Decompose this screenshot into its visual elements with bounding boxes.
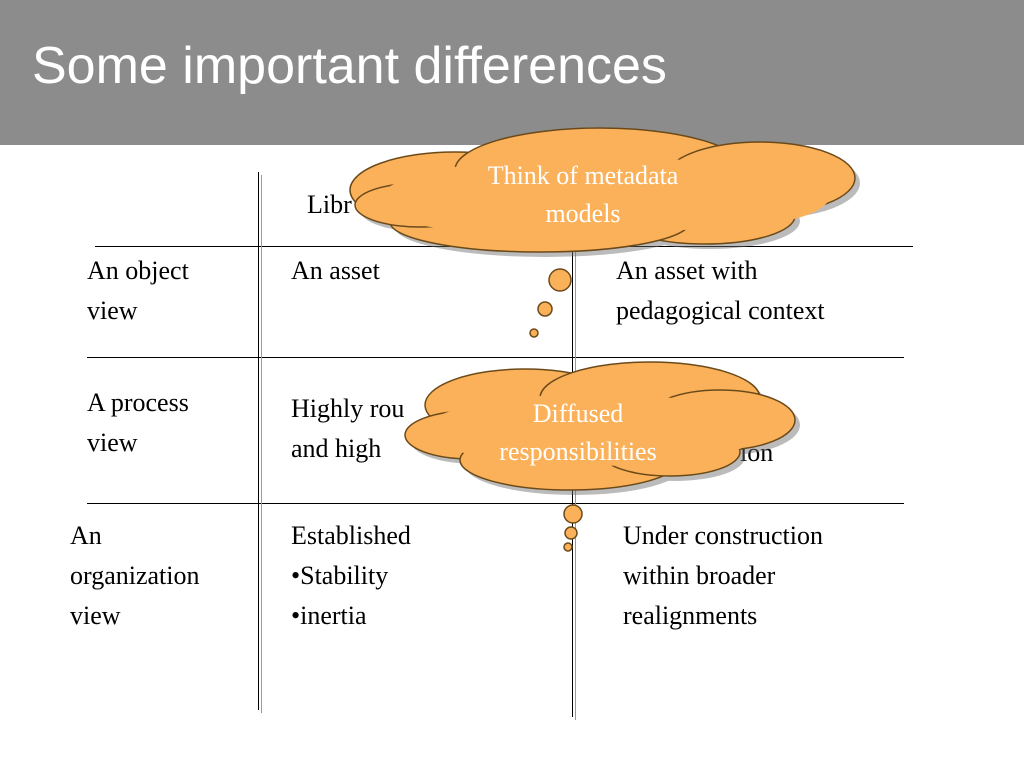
row-label-line: view	[87, 428, 138, 457]
cell-line: within broader	[623, 561, 776, 590]
cell-line: and high	[291, 434, 382, 463]
repository-cell-object: An asset with pedagogical context	[616, 251, 825, 331]
cell-line: Under construction	[623, 521, 824, 550]
cell-line: An asset with	[616, 256, 758, 285]
cell-line: realignments	[623, 601, 758, 630]
cell-line: An asset	[291, 256, 380, 285]
callout-text-metadata: Think of metadata models	[448, 157, 718, 233]
column-divider-shadow-1	[261, 175, 262, 713]
cell-line: •Stability	[291, 561, 389, 590]
row-label-organization-view: An organization view	[70, 516, 199, 636]
thought-cloud-responsibilities	[404, 361, 800, 552]
callout-text-responsibilities: Diffused responsibilities	[463, 395, 693, 471]
repository-cell-organization: Under construction within broader realig…	[623, 516, 823, 636]
library-cell-organization: Established •Stability •inertia	[291, 516, 411, 636]
row-label-line: view	[70, 601, 121, 630]
row-label-line: An object	[87, 256, 189, 285]
library-cell-process: Highly rou and high	[291, 389, 404, 469]
library-cell-object: An asset	[291, 251, 380, 291]
cell-line: •inertia	[291, 601, 367, 630]
row-label-line: view	[87, 296, 138, 325]
row-label-line: A process	[87, 388, 189, 417]
cell-line: Highly rou	[291, 394, 405, 423]
cell-line: Established	[291, 521, 411, 550]
row-label-process-view: A process view	[87, 383, 189, 463]
callout-line: Diffused	[532, 399, 624, 428]
row-label-line: An	[70, 521, 102, 550]
column-header-library: Libr	[307, 190, 352, 219]
table-row-rule-1	[87, 357, 904, 358]
callout-line: Think of metadata	[487, 161, 679, 190]
callout-line: responsibilities	[499, 437, 657, 466]
title-bar: Some important differences	[0, 0, 1024, 145]
column-divider-1	[258, 172, 259, 710]
slide-title: Some important differences	[32, 37, 667, 95]
thought-cloud-metadata	[349, 127, 860, 338]
row-label-object-view: An object view	[87, 251, 189, 331]
cell-line: pedagogical context	[616, 296, 825, 325]
callout-line: models	[545, 199, 621, 228]
row-label-line: organization	[70, 561, 200, 590]
table-row-rule-2	[87, 503, 904, 504]
